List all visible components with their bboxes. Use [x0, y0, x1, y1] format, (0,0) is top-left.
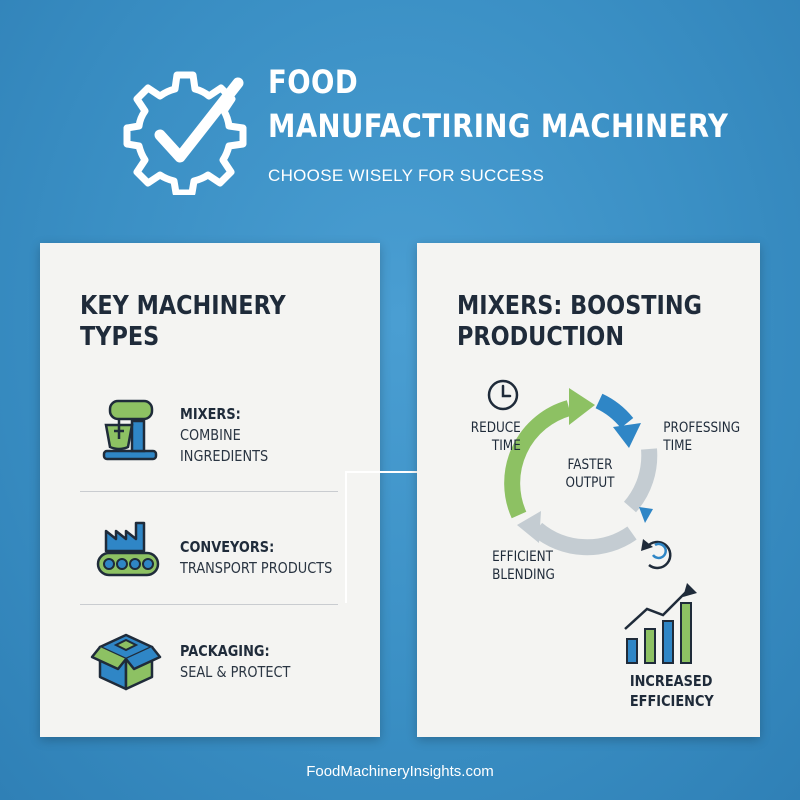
gear-check-icon	[123, 71, 247, 195]
gray-arrow-head	[517, 511, 541, 543]
machinery-types-title-line-2: TYPES	[80, 322, 160, 353]
conveyors-label: CONVEYORS:	[180, 538, 275, 556]
reduce-time-line-2: TIME	[491, 438, 521, 454]
reduce-time-line-1: REDUCE	[470, 420, 521, 436]
packaging-item: PACKAGING: SEAL & PROTECT	[180, 641, 290, 683]
packaging-desc: SEAL & PROTECT	[180, 663, 291, 681]
mixers-production-card: MIXERS: BOOSTING PRODUCTION	[417, 243, 760, 737]
machinery-types-title-line-1: KEY MACHINERY	[80, 291, 286, 321]
stand-mixer-icon	[102, 399, 158, 461]
cycle-gray-bottom	[531, 522, 637, 556]
processing-time-line-2: TIME	[663, 438, 693, 454]
mixers-production-title-line-2: PRODUCTION	[457, 322, 625, 353]
divider	[80, 604, 338, 605]
reduce-time-label: REDUCE TIME	[469, 419, 521, 455]
increased-efficiency-line-1: INCREASED	[629, 672, 713, 690]
blue-small-arrow-head	[639, 507, 653, 523]
page-subtitle: CHOOSE WISELY FOR SUCCESS	[268, 166, 545, 185]
refresh-cycle-icon	[641, 539, 672, 570]
page-title-line-2: MANUFACTIRING MACHINERY	[268, 107, 729, 145]
package-box-icon	[90, 633, 162, 691]
machinery-types-title: KEY MACHINERY TYPES	[80, 291, 286, 353]
mixers-item: MIXERS: COMBINE INGREDIENTS	[180, 404, 268, 467]
efficient-blending-label: EFFICIENT BLENDING	[492, 548, 555, 584]
machinery-types-card: KEY MACHINERY TYPES MIXERS: COMBINE INGR…	[40, 243, 380, 737]
conveyor-factory-icon	[96, 521, 160, 577]
bar-chart-growth-icon	[624, 583, 697, 664]
processing-time-line-1: PROFESSING	[663, 420, 741, 436]
conveyors-item: CONVEYORS: TRANSPORT PRODUCTS	[180, 537, 332, 579]
efficient-blending-line-1: EFFICIENT	[492, 549, 554, 565]
conveyors-desc: TRANSPORT PRODUCTS	[180, 559, 333, 577]
cycle-center-line-1: FASTER	[567, 457, 613, 473]
increased-efficiency-label: INCREASED EFFICIENCY	[630, 671, 714, 711]
blue-arrow-head	[613, 423, 641, 448]
mixers-production-title-line-1: MIXERS: BOOSTING	[457, 291, 702, 321]
mixers-label: MIXERS:	[180, 405, 241, 423]
divider	[80, 491, 338, 492]
green-arrow-head	[569, 388, 595, 425]
header: FOOD MANUFACTIRING MACHINERY CHOOSE WISE…	[0, 0, 800, 220]
packaging-label: PACKAGING:	[180, 642, 270, 660]
cycle-green-segment	[504, 400, 572, 519]
production-cycle-diagram	[487, 379, 697, 664]
mixers-desc-line-2: INGREDIENTS	[180, 447, 269, 465]
cycle-center-line-2: OUTPUT	[565, 475, 615, 491]
increased-efficiency-line-2: EFFICIENCY	[629, 692, 714, 710]
page-title-line-1: FOOD	[268, 63, 359, 101]
cycle-gray-segment	[623, 448, 658, 513]
cycle-center-label: FASTER OUTPUT	[560, 456, 620, 492]
mixers-desc-line-1: COMBINE	[180, 426, 241, 444]
efficient-blending-line-2: BLENDING	[492, 567, 555, 583]
processing-time-label: PROFESSING TIME	[663, 419, 740, 455]
clock-icon	[487, 379, 519, 411]
cycle-blue-segment	[595, 393, 634, 429]
mixers-production-title: MIXERS: BOOSTING PRODUCTION	[457, 291, 702, 353]
footer-site-link[interactable]: FoodMachineryInsights.com	[306, 763, 494, 780]
